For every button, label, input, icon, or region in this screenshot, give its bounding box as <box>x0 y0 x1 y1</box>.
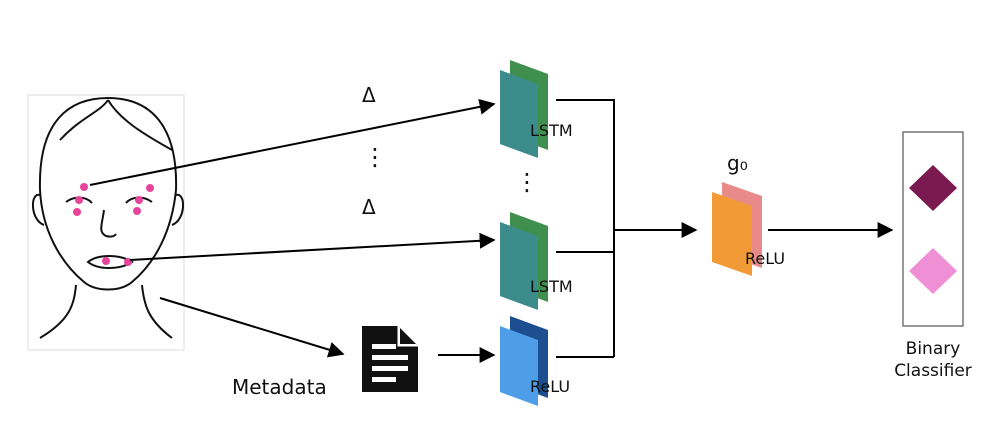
relu-label-metadata: ReLU <box>530 377 570 396</box>
relu-block-metadata: ReLU <box>500 316 570 406</box>
classifier-label-line1: Binary <box>906 339 961 359</box>
arrow-face-to-metadata <box>159 297 345 358</box>
class-diamond-dark <box>909 165 957 211</box>
document-icon <box>348 316 428 398</box>
relu-label-g0: ReLU <box>745 249 785 268</box>
binary-classifier-box <box>902 131 964 327</box>
lstm-label-top: LSTM <box>530 121 573 140</box>
merge-connector <box>556 99 615 358</box>
vdots-middle: ⋮ <box>515 168 539 196</box>
arrow-face-to-lstm-top <box>89 98 496 186</box>
lstm-block-bottom: LSTM <box>500 212 573 310</box>
g0-relu-block: ReLU <box>712 182 785 276</box>
lstm-block-top: LSTM <box>500 60 573 158</box>
delta-label-top: Δ <box>362 83 376 107</box>
classifier-label-line2: Classifier <box>894 361 972 381</box>
delta-label-bottom: Δ <box>362 195 376 219</box>
face-icon <box>27 94 185 351</box>
class-diamond-light <box>909 248 957 294</box>
g0-label: g₀ <box>727 151 748 175</box>
vdots-left: ⋮ <box>363 143 387 171</box>
arrow-face-to-lstm-bottom <box>129 232 496 261</box>
metadata-label: Metadata <box>232 375 327 399</box>
lstm-label-bottom: LSTM <box>530 277 573 296</box>
